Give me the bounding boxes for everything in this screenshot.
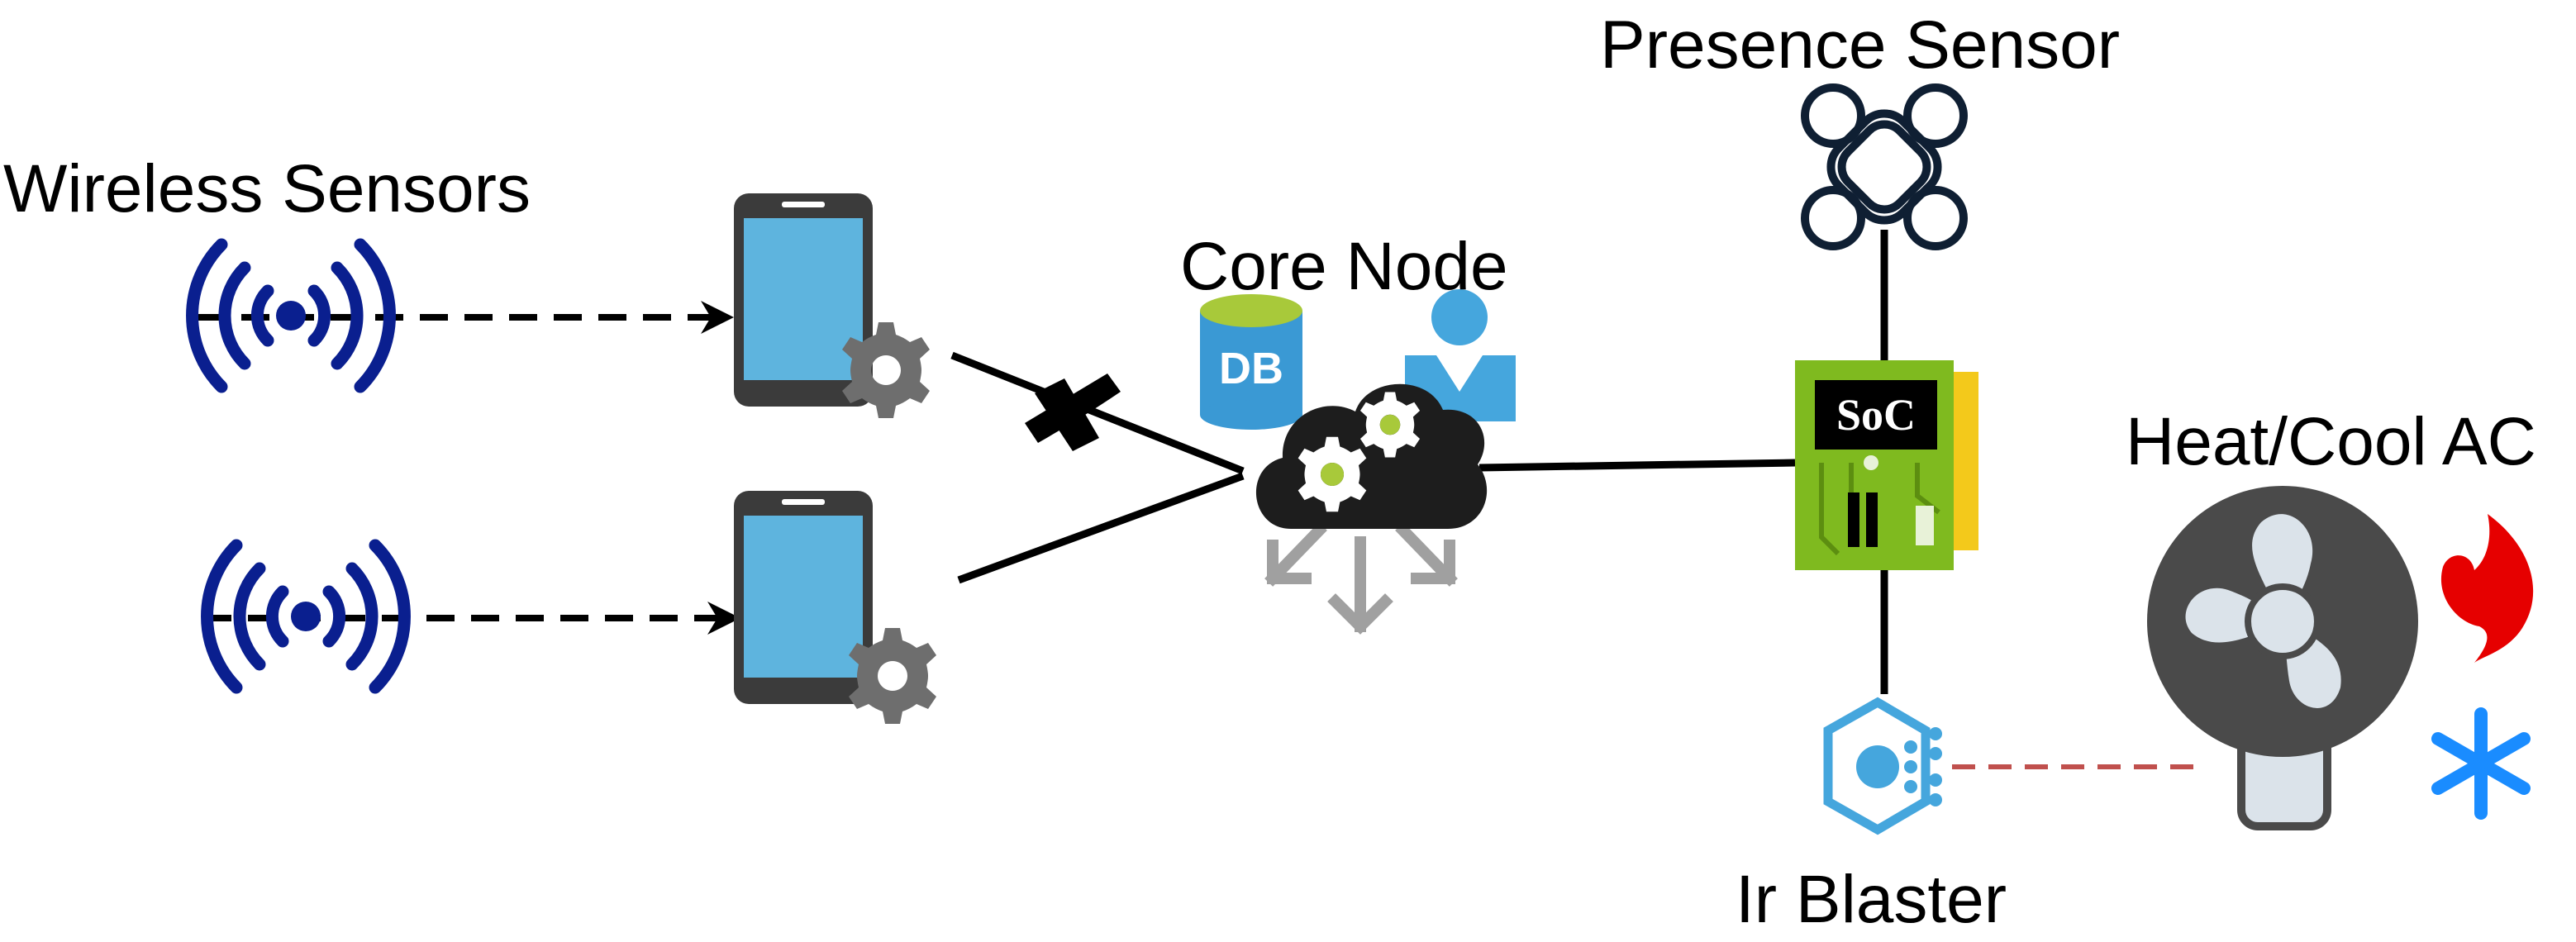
soc-board-icon: SoC <box>1795 360 1978 570</box>
smartphone-icon <box>734 491 873 704</box>
presence-sensor-label: Presence Sensor <box>1600 7 2121 83</box>
wireless-icon <box>207 545 405 687</box>
heat-cool-ac-label: Heat/Cool AC <box>2126 404 2536 479</box>
db-label: DB <box>1219 344 1283 393</box>
fan-icon <box>2147 486 2418 830</box>
flame-icon <box>2440 514 2534 663</box>
broken-link-icon <box>1025 373 1121 451</box>
ir-blaster-label: Ir Blaster <box>1736 862 2007 937</box>
user-icon <box>1405 289 1516 421</box>
soc-label: SoC <box>1836 390 1916 440</box>
database-icon: DB <box>1200 294 1302 430</box>
wireless-sensors-label: Wireless Sensors <box>3 151 531 226</box>
link-phone-2-to-core <box>957 472 1245 584</box>
core-node-label: Core Node <box>1180 229 1508 304</box>
link-phone-1-to-core-broken <box>950 351 1245 475</box>
core-node: DB <box>1200 289 1516 635</box>
presence-sensor-icon <box>1801 83 1968 250</box>
cloud-icon <box>1255 383 1488 529</box>
gear-icon <box>1298 436 1367 512</box>
deploy-arrows-icon <box>1264 522 1458 635</box>
snowflake-icon <box>2431 707 2531 820</box>
wireless-icon <box>193 245 390 387</box>
ir-blaster-icon <box>1823 697 1942 835</box>
presence-sensor-core <box>1837 120 1931 214</box>
gear-icon <box>1359 392 1421 458</box>
link-core-to-soc <box>1478 459 1796 472</box>
